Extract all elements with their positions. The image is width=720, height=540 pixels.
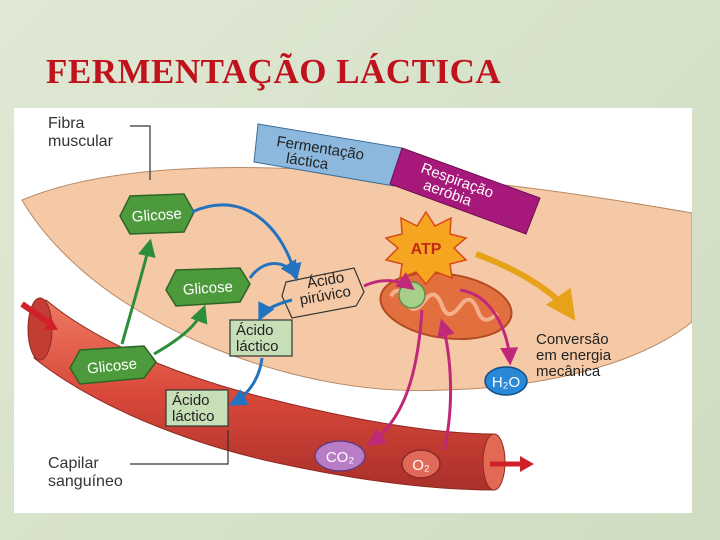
svg-text:ATP: ATP bbox=[411, 241, 442, 258]
page-title: FERMENTAÇÃO LÁCTICA bbox=[46, 52, 502, 91]
arrow-piruvico-to-lactico bbox=[258, 298, 293, 322]
arrow-glicoselow-to-top bbox=[120, 238, 156, 345]
arrow-piruvico-to-mitochondrion bbox=[363, 272, 415, 291]
o2-molecule: O₂ bbox=[401, 449, 441, 479]
h2o-molecule: H₂O bbox=[484, 366, 528, 396]
svg-text:Glicose: Glicose bbox=[86, 355, 138, 377]
acido-lactico-muscle: Ácido láctico bbox=[229, 319, 293, 357]
svg-text:CO₂: CO₂ bbox=[326, 449, 355, 466]
label-conversao-energia: Conversão em energia mecânica bbox=[536, 331, 615, 380]
arrow-glicosemid-to-piruvico bbox=[248, 259, 298, 280]
svg-text:Ácido pirúvico: Ácido pirúvico bbox=[296, 268, 352, 308]
arrow-glicoselow-to-mid bbox=[153, 304, 208, 356]
lactic-fermentation-diagram: Fibra muscular Capilar sanguíneo Ferment… bbox=[14, 108, 692, 513]
atp-burst: ATP bbox=[384, 210, 468, 286]
acido-piruvico: Ácido pirúvico bbox=[281, 267, 365, 319]
svg-text:Glicose: Glicose bbox=[182, 278, 233, 298]
blood-flow-in-arrow bbox=[20, 301, 58, 330]
label-fibra-muscular: Fibra muscular bbox=[48, 115, 114, 150]
blood-flow-out-arrow bbox=[490, 456, 534, 472]
glicose-low: Glicose bbox=[69, 345, 157, 385]
arrow-mito-to-co2 bbox=[367, 309, 424, 447]
glicose-top: Glicose bbox=[119, 193, 195, 235]
co2-molecule: CO₂ bbox=[314, 440, 366, 472]
label-capilar-sanguineo: Capilar sanguíneo bbox=[48, 455, 123, 490]
arrow-mito-to-h2o bbox=[459, 288, 519, 366]
leader-capilar bbox=[130, 430, 229, 465]
arrow-o2-to-mito bbox=[437, 318, 455, 451]
svg-text:Glicose: Glicose bbox=[131, 205, 182, 225]
acido-lactico-blood: Ácido láctico bbox=[165, 389, 229, 427]
leader-fibra bbox=[130, 125, 151, 180]
svg-text:Ácido láctico: Ácido láctico bbox=[236, 322, 279, 355]
arrow-atp-to-conversion bbox=[474, 251, 576, 321]
svg-text:Ácido láctico: Ácido láctico bbox=[172, 392, 215, 425]
glicose-mid: Glicose bbox=[165, 267, 251, 307]
arrow-lactico-to-blood bbox=[228, 357, 264, 406]
svg-text:H₂O: H₂O bbox=[492, 374, 520, 391]
svg-text:O₂: O₂ bbox=[412, 457, 430, 474]
